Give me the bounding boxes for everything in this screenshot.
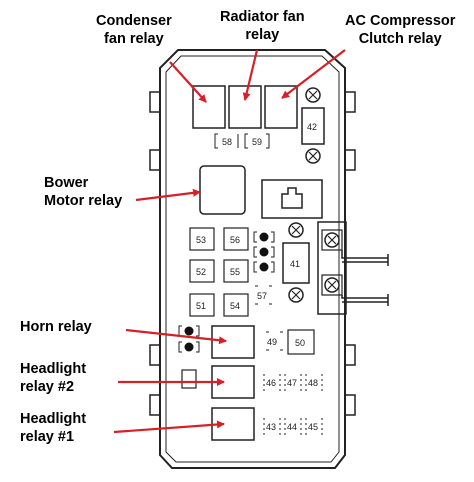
fuse-41-screw-bottom-cross bbox=[291, 290, 301, 300]
fuse-51-slot bbox=[189, 293, 215, 317]
fuse-44: 44 bbox=[287, 422, 297, 432]
fuse-41-body bbox=[282, 242, 310, 284]
fuse-54: 54 bbox=[230, 301, 240, 311]
fuse-52-slot bbox=[189, 259, 215, 283]
fuse-56-slot bbox=[223, 227, 249, 251]
spare-dot-2 bbox=[259, 247, 269, 257]
fuse-59: 59 bbox=[252, 137, 262, 147]
arrow-blower-motor-relay bbox=[135, 188, 201, 202]
fuse-58-bracket bbox=[214, 133, 218, 149]
fuse-52: 52 bbox=[196, 267, 206, 277]
housing-tab-right-top bbox=[344, 91, 356, 113]
fuse-42-screw-bottom-cross bbox=[308, 151, 318, 161]
spare-fuse-column bbox=[253, 231, 275, 273]
connector-block bbox=[261, 179, 323, 219]
fuse-56: 56 bbox=[230, 235, 240, 245]
terminal-bottom-bolt bbox=[324, 277, 340, 293]
fuse-58: 58 bbox=[222, 137, 232, 147]
cable-top bbox=[341, 250, 388, 263]
horn-spare-dot-1 bbox=[184, 326, 194, 336]
fuse-55: 55 bbox=[230, 267, 240, 277]
connector-socket bbox=[281, 187, 303, 209]
fuse-41: 41 bbox=[290, 259, 300, 269]
arrow-condenser-fan-relay bbox=[169, 61, 207, 103]
arrow-ac-compressor-clutch-relay bbox=[281, 49, 346, 99]
fuse-54-slot bbox=[223, 293, 249, 317]
fuse-59-bracket-right bbox=[266, 133, 270, 149]
arrow-radiator-fan-relay bbox=[242, 49, 259, 101]
fuse-59-bracket-left bbox=[244, 133, 248, 149]
fuse-57-bracket bbox=[255, 285, 272, 305]
terminal-bottom-square bbox=[321, 274, 343, 296]
terminal-bottom-bolt-cross bbox=[327, 280, 337, 290]
housing-tab-left-mid bbox=[149, 149, 161, 171]
horn-relay bbox=[211, 325, 255, 359]
blower-motor-relay bbox=[199, 165, 246, 215]
horn-spare-dot-2 bbox=[184, 342, 194, 352]
spare-dot-1 bbox=[259, 232, 269, 242]
housing-tab-left-bot bbox=[149, 344, 161, 366]
fuse-42-screw-top-cross bbox=[308, 90, 318, 100]
housing-tab-left-low bbox=[149, 394, 161, 416]
fuse-42-screw-top bbox=[305, 87, 321, 103]
housing-tab-right-mid bbox=[344, 149, 356, 171]
fuse-53: 53 bbox=[196, 235, 206, 245]
radiator-fan-relay-label: Radiator fan relay bbox=[220, 9, 305, 43]
fuse-42-body bbox=[301, 107, 325, 145]
housing-tab-right-bot bbox=[344, 344, 356, 366]
terminal-block bbox=[317, 221, 347, 315]
terminal-top-square bbox=[321, 229, 343, 251]
callout-arrows bbox=[113, 49, 346, 434]
condenser-fan-relay-label: Condenser fan relay bbox=[96, 13, 172, 47]
fuse-51: 51 bbox=[196, 301, 206, 311]
spare-dot-3 bbox=[259, 262, 269, 272]
fuse-50-slot bbox=[287, 329, 315, 355]
terminal-top-bolt-cross bbox=[327, 235, 337, 245]
fuse-50: 50 bbox=[295, 338, 305, 348]
radiator-fan-relay bbox=[228, 85, 262, 129]
arrow-headlight-relay-1 bbox=[113, 420, 225, 434]
arrow-horn-relay bbox=[125, 328, 227, 345]
ac-compressor-clutch-relay-label: AC Compressor Clutch relay bbox=[345, 13, 456, 47]
horn-spare-bracket-2 bbox=[178, 341, 200, 353]
housing-tab-left-top bbox=[149, 91, 161, 113]
fuse-41-screw-top-cross bbox=[291, 225, 301, 235]
headlight-relay-2-label: Headlight relay #2 bbox=[20, 361, 87, 395]
spare-bracket-2 bbox=[253, 246, 275, 258]
spare-bracket-3 bbox=[253, 261, 275, 273]
fuse-49-bracket bbox=[266, 331, 283, 351]
fuse-55-slot bbox=[223, 259, 249, 283]
housing-inner-outline bbox=[165, 55, 340, 463]
headlight-relay-2-small bbox=[181, 369, 197, 389]
fuse-41-screw-bottom bbox=[288, 287, 304, 303]
ac-compressor-clutch-relay bbox=[264, 85, 298, 129]
horn-relay-label: Horn relay bbox=[20, 319, 92, 335]
spare-bracket-1 bbox=[253, 231, 275, 243]
condenser-fan-relay bbox=[192, 85, 226, 129]
housing-tab-right-low bbox=[344, 394, 356, 416]
headlight-relay-1-label: Headlight relay #1 bbox=[20, 411, 87, 445]
fuse-46: 46 bbox=[266, 378, 276, 388]
fuse-41-screw-top bbox=[288, 222, 304, 238]
fuse-47: 47 bbox=[287, 378, 297, 388]
terminal-top-bolt bbox=[324, 232, 340, 248]
fuse-42-screw-bottom bbox=[305, 148, 321, 164]
fuse-45: 45 bbox=[308, 422, 318, 432]
fuse-57: 57 bbox=[257, 291, 267, 301]
fuse-48: 48 bbox=[308, 378, 318, 388]
blower-motor-relay-label: Bower Motor relay bbox=[44, 175, 123, 209]
fuse-53-slot bbox=[189, 227, 215, 251]
fuse-42: 42 bbox=[307, 122, 317, 132]
fuse-49: 49 bbox=[267, 337, 277, 347]
fuse-43: 43 bbox=[266, 422, 276, 432]
cable-bottom bbox=[341, 295, 388, 303]
